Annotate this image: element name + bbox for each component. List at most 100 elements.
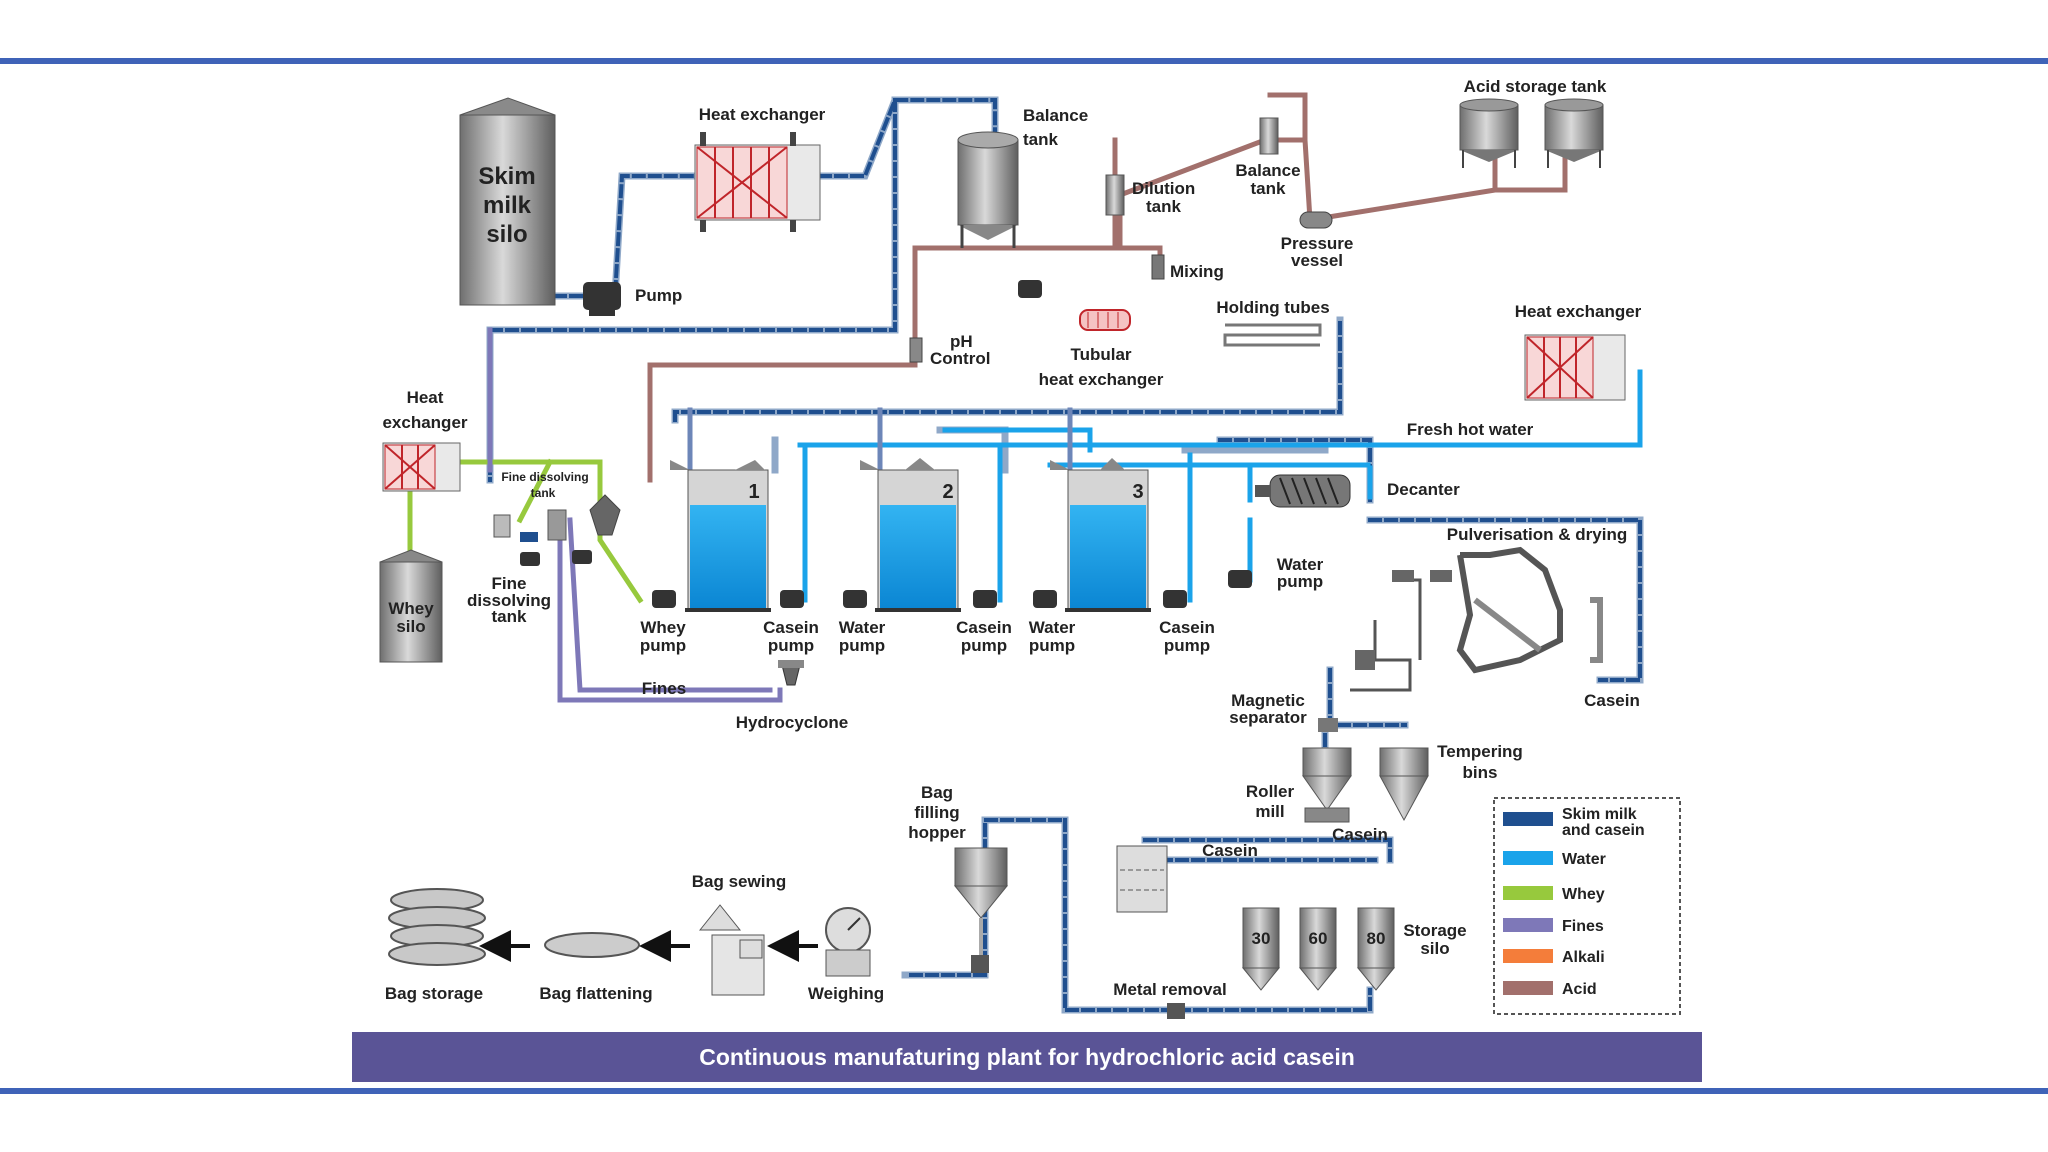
bag-filling-hopper-label-3: hopper [908,823,966,842]
legend-label-fines: Fines [1562,918,1604,935]
fine-dissolving-tank-label-3: tank [492,607,528,626]
labels: Skim milk silo Pump Heat exchanger Balan… [382,77,1641,1003]
tank-number-2: 2 [942,481,953,503]
silo-number-30: 30 [1252,929,1271,948]
legend-label-water: Water [1562,851,1606,868]
legend: Skim milk and casein Water Whey Fines Al… [1493,797,1681,1015]
casein-pump-2-label-2: pump [961,636,1007,655]
legend-swatches [1503,812,1553,995]
silo-number-80: 80 [1367,929,1386,948]
water-pump-2-label-2: pump [1029,636,1075,655]
reaction-tank-2 [860,458,961,612]
casein-right-label: Casein [1584,691,1640,710]
skim-milk-silo-label-3: silo [486,221,527,248]
roller-mill-label-1: Roller [1246,782,1295,801]
balance-tank-1-label-2: tank [1023,130,1059,149]
fine-dissolving-small-label-1: Fine dissolving [501,470,588,484]
skim-milk-silo-label-2: milk [483,192,532,219]
pipes [407,92,1644,1014]
fines-label: Fines [642,679,686,698]
bag-flattening [544,932,640,958]
roller-mill-label-2: mill [1255,802,1284,821]
heat-exchanger-left-label-1: Heat [407,388,444,407]
tank-number-1: 1 [748,481,759,503]
casein-pump-3-label-1: Casein [1159,618,1215,637]
tempering-bins-label-2: bins [1463,763,1498,782]
hydrocyclone [778,660,804,686]
whey-silo [379,549,443,663]
storage-silo-60 [1298,907,1338,991]
pressure-vessel [1299,211,1333,229]
fine-dissolving-tank-label-1: Fine [492,574,527,593]
balance-tank-1-label-1: Balance [1023,106,1088,125]
casein-pump-3-label-2: pump [1164,636,1210,655]
bag-storage [388,888,486,966]
legend-swatch-4 [1503,949,1553,963]
legend-label-acid: Acid [1562,981,1597,998]
reaction-tank-3 [1050,458,1151,612]
heat-exchanger-left-label-2: exchanger [382,413,467,432]
tubular-heat-exchanger [1079,309,1131,331]
ph-control-label-2: Control [930,349,990,368]
legend-swatch-1 [1503,851,1553,865]
pressure-vessel-label-1: Pressure [1281,234,1354,253]
casein-pump-2-label-1: Casein [956,618,1012,637]
acid-storage-tank-label: Acid storage tank [1464,77,1607,96]
water-pump-2-label-1: Water [1029,618,1076,637]
skim-milk-silo-label-1: Skim [478,163,535,190]
legend-swatch-5 [1503,981,1553,995]
fine-dissolving-tank [493,494,621,566]
casein-pump-1-label-2: pump [768,636,814,655]
fresh-hot-water-label: Fresh hot water [1407,420,1534,439]
legend-swatch-3 [1503,918,1553,932]
casein-pump-1-label-1: Casein [763,618,819,637]
pulverisation-dryer [1350,546,1603,692]
holding-tubes-label: Holding tubes [1216,298,1329,317]
legend-texts: Skim milk and casein Water Whey Fines Al… [1562,806,1645,998]
hydrocyclone-label: Hydrocyclone [736,713,848,732]
metal-removal-unit [1167,1003,1185,1019]
dryer-cyclones [1355,570,1452,670]
heat-exchanger-right [1524,334,1626,401]
casein-mill-label: Casein [1332,825,1388,844]
bag-filling-hopper-label-1: Bag [921,783,953,802]
whey-pump-label-1: Whey [640,618,686,637]
heat-exchanger-right-label: Heat exchanger [1515,302,1642,321]
magnetic-separator [1318,718,1338,732]
magnetic-separator-label-1: Magnetic [1231,691,1305,710]
heat-exchanger-top [694,132,821,232]
fine-dissolving-small-label-2: tank [531,486,556,500]
balance-tank-2-label-2: tank [1251,179,1287,198]
bag-sewing-label: Bag sewing [692,872,786,891]
bottom-frame-line [0,1088,2048,1094]
legend-swatch-2 [1503,886,1553,900]
weighing-scale [825,907,871,977]
pulverisation-drying-label: Pulverisation & drying [1447,525,1627,544]
pump-label: Pump [635,286,682,305]
heat-exchanger-left [382,442,461,492]
pressure-vessel-label-2: vessel [1291,251,1343,270]
tank-pumps [652,280,1252,608]
tubular-heat-exchanger-label-1: Tubular [1070,345,1131,364]
balance-tank-2 [1259,117,1279,155]
water-pump-1-label-2: pump [839,636,885,655]
magnetic-separator-label-2: separator [1229,708,1307,727]
bag-filling-hopper [953,847,1009,973]
tubular-heat-exchanger-label-2: heat exchanger [1039,370,1164,389]
diagram-caption: Continuous manufaturing plant for hydroc… [699,1044,1355,1070]
fine-dissolving-tank-label-2: dissolving [467,591,551,610]
balance-tank-1 [957,131,1019,248]
bag-filling-hopper-label-2: filling [914,803,959,822]
storage-silo-30 [1241,907,1281,991]
legend-label-alkali: Alkali [1562,949,1605,966]
decanter [1255,474,1351,508]
whey-silo-label-2: silo [396,617,425,636]
casein-storage-box [1116,845,1168,913]
decanter-label: Decanter [1387,480,1460,499]
roller-mill [1302,747,1352,823]
legend-swatch-0 [1503,812,1553,826]
tempering-bins [1379,747,1429,822]
casein-storage-label: Casein [1202,841,1258,860]
metal-removal-label: Metal removal [1113,980,1226,999]
